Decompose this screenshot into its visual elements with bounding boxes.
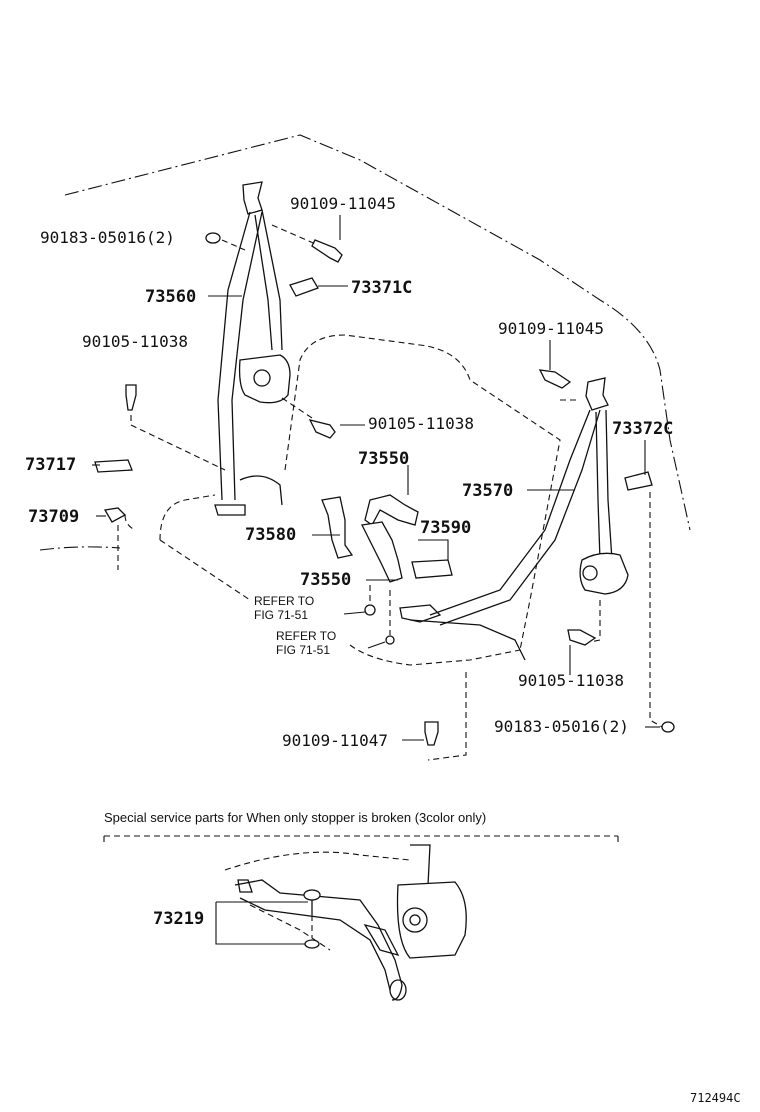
part-label: 90105-11038 bbox=[82, 332, 188, 351]
diagram-id: 712494C bbox=[690, 1091, 741, 1105]
part-label: 73560 bbox=[145, 287, 196, 307]
part-label: 73580 bbox=[245, 525, 296, 545]
part-label: 73371C bbox=[351, 278, 412, 298]
special-service-note: Special service parts for When only stop… bbox=[104, 810, 486, 825]
refer-note-line: REFER TO bbox=[254, 594, 314, 608]
refer-note-line: REFER TO bbox=[276, 629, 336, 643]
part-labels: 90109-11045 90183-05016(2) 73560 73371C … bbox=[25, 194, 673, 929]
part-label: 90109-11045 bbox=[498, 319, 604, 338]
part-label: 90105-11038 bbox=[518, 671, 624, 690]
part-label: 73717 bbox=[25, 455, 76, 475]
body-outline bbox=[39, 134, 691, 551]
buckle-73550-upper bbox=[364, 494, 419, 526]
part-label: 73590 bbox=[420, 518, 471, 538]
part-label: 73709 bbox=[28, 507, 79, 527]
part-label: 73570 bbox=[462, 481, 513, 501]
refer-notes: REFER TO FIG 71-51 REFER TO FIG 71-51 bbox=[254, 594, 336, 657]
part-label: 90105-11038 bbox=[368, 414, 474, 433]
seat-outline bbox=[124, 334, 561, 666]
special-service-section: Special service parts for When only stop… bbox=[103, 810, 619, 1001]
refer-note-line: FIG 71-51 bbox=[254, 608, 308, 622]
part-label: 90183-05016(2) bbox=[40, 228, 175, 247]
refer-note-line: FIG 71-51 bbox=[276, 643, 330, 657]
belt-73560 bbox=[214, 181, 291, 516]
part-label: 73372C bbox=[612, 419, 673, 439]
leader-lines bbox=[92, 215, 660, 741]
buckle-73550-lower bbox=[361, 521, 453, 583]
belt-73570 bbox=[399, 377, 629, 661]
part-label: 90109-11045 bbox=[290, 194, 396, 213]
part-label: 73550 bbox=[300, 570, 351, 590]
part-label: 90109-11047 bbox=[282, 731, 388, 750]
part-label: 90183-05016(2) bbox=[494, 717, 629, 736]
hardware bbox=[94, 232, 675, 746]
part-label: 73219 bbox=[153, 909, 204, 929]
buckle-73580 bbox=[239, 475, 354, 559]
part-label: 73550 bbox=[358, 449, 409, 469]
connector-lines bbox=[117, 224, 663, 761]
